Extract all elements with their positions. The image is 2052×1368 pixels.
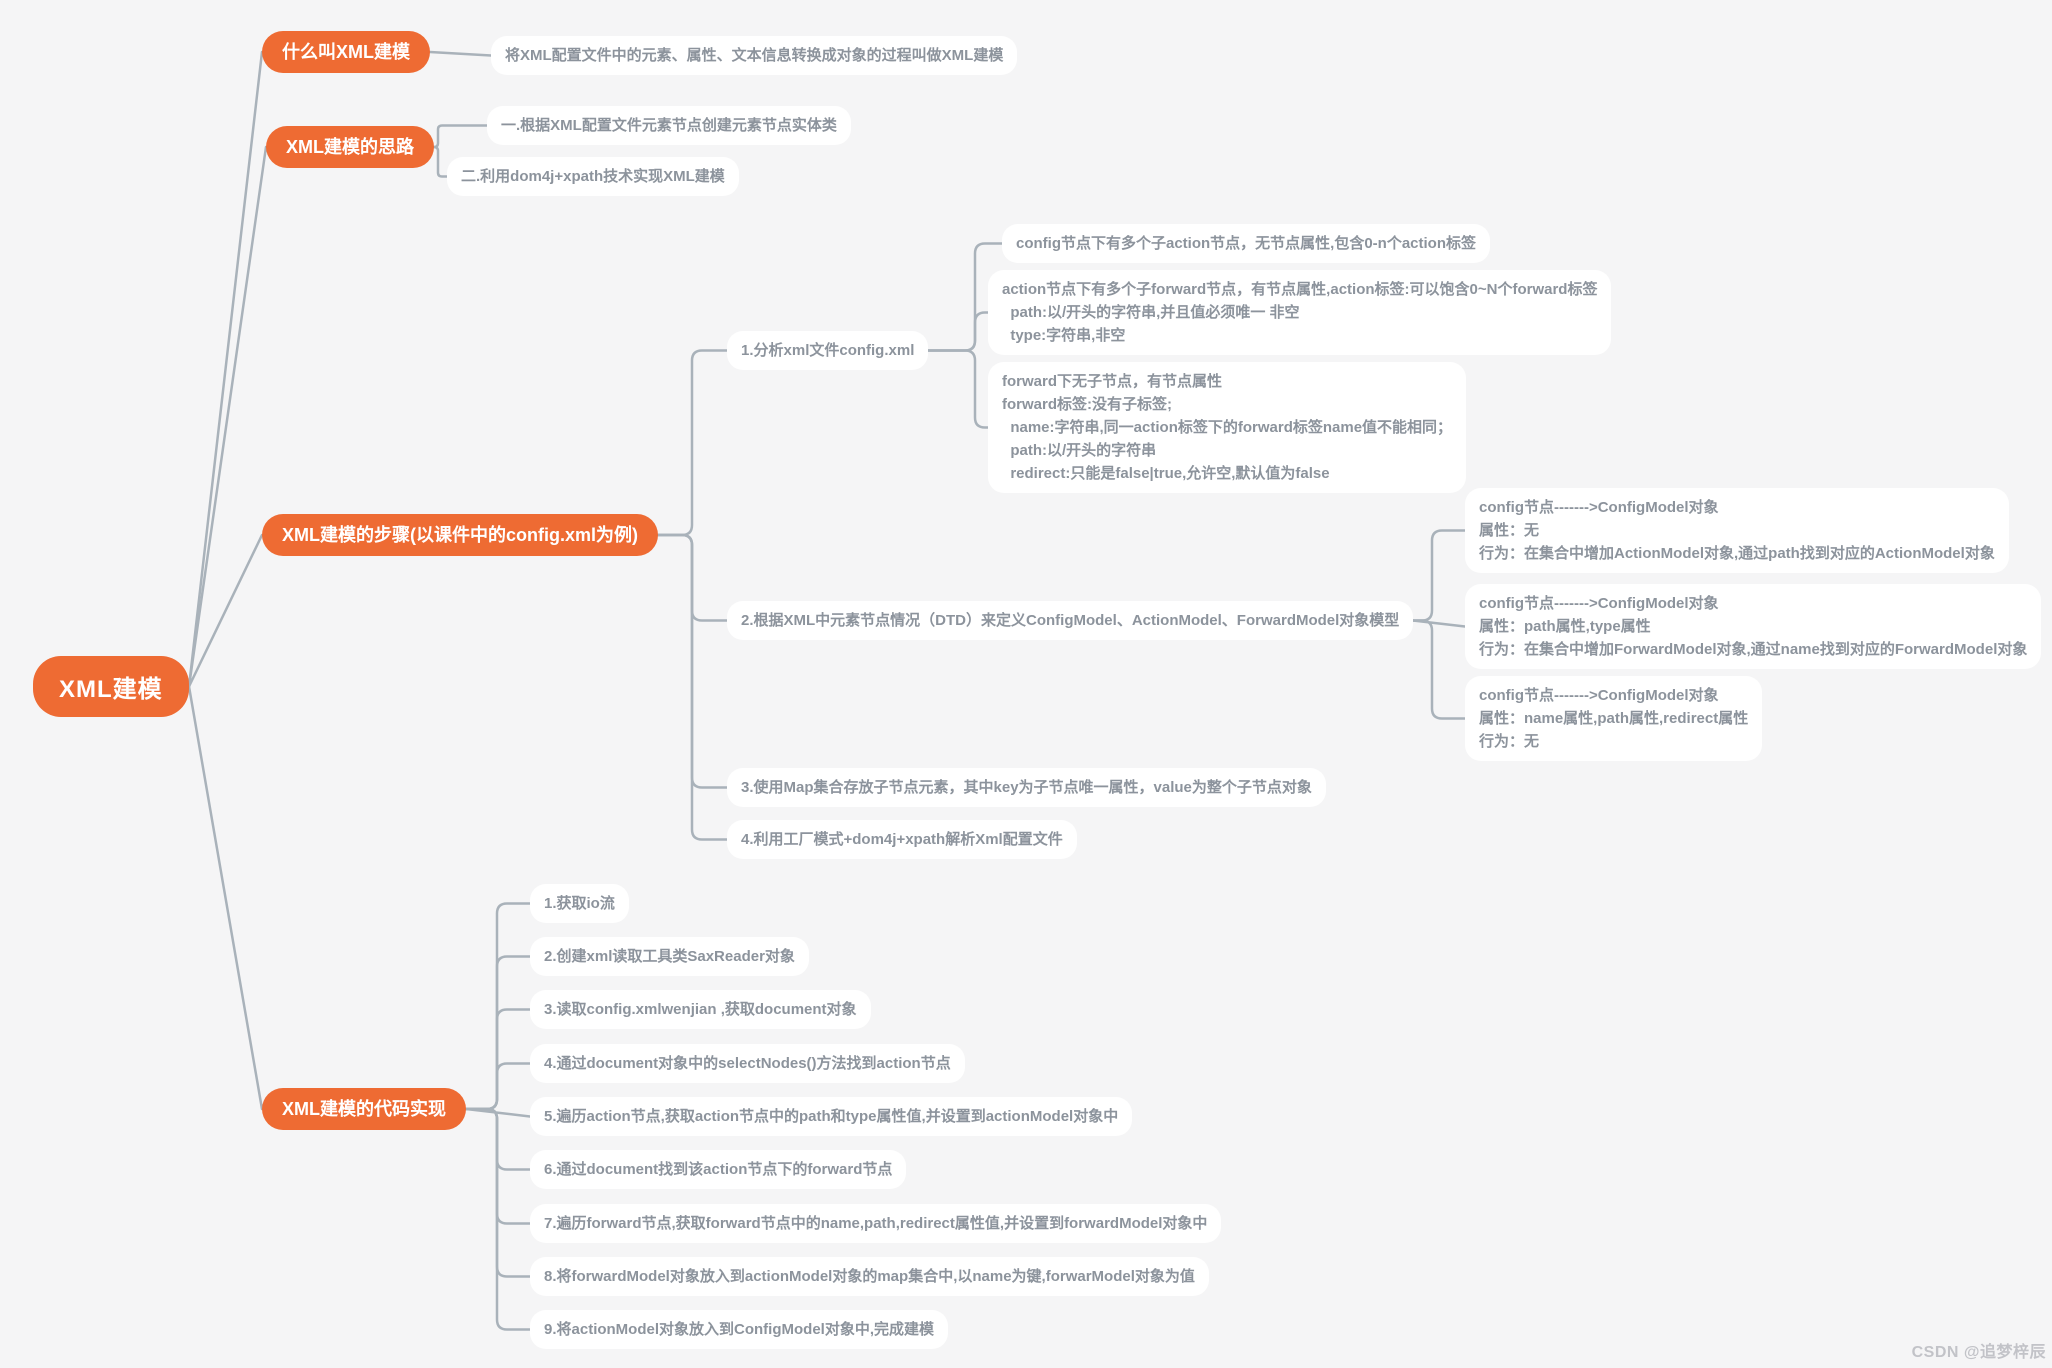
node-idea-1[interactable]: 一.根据XML配置文件元素节点创建元素节点实体类 — [487, 106, 851, 145]
note-line: forward下无子节点，有节点属性 — [1002, 373, 1223, 390]
code-step-4[interactable]: 4.通过document对象中的selectNodes()方法找到action节… — [530, 1044, 965, 1083]
node-define-models[interactable]: 2.根据XML中元素节点情况（DTD）来定义ConfigModel、Action… — [727, 601, 1414, 640]
note-line: name:字符串,同一action标签下的forward标签name值不能相同； — [1002, 419, 1453, 436]
model-line: 行为：无 — [1479, 733, 1540, 750]
code-step-9[interactable]: 9.将actionModel对象放入到ConfigModel对象中,完成建模 — [530, 1310, 948, 1349]
connector-branch-code-implementation--code-step-4 — [464, 1062, 532, 1111]
connector-branch-modeling-idea--node-idea-2 — [432, 145, 449, 178]
model-actionmodel[interactable]: config节点------->ConfigModel对象 属性：path属性,… — [1465, 584, 2042, 669]
branch-modeling-idea[interactable]: XML建模的思路 — [266, 126, 434, 168]
model-line: 属性：name属性,path属性,redirect属性 — [1479, 710, 1749, 727]
connector-node-define-models--model-forwardmodel — [1411, 619, 1467, 720]
root-node[interactable]: XML建模 — [33, 656, 189, 717]
connector-branch-code-implementation--code-step-9 — [464, 1107, 532, 1331]
note-line: config节点下有多个子action节点，无节点属性,包含0-n个action… — [1016, 235, 1477, 252]
model-line: 属性：path属性,type属性 — [1479, 618, 1651, 635]
code-step-2[interactable]: 2.创建xml读取工具类SaxReader对象 — [530, 937, 809, 976]
branch-code-implementation[interactable]: XML建模的代码实现 — [262, 1088, 466, 1130]
node-analyze-configxml[interactable]: 1.分析xml文件config.xml — [727, 331, 929, 370]
model-line: 行为：在集合中增加ActionModel对象,通过path找到对应的Action… — [1479, 545, 1995, 562]
code-step-6[interactable]: 6.通过document找到该action节点下的forward节点 — [530, 1150, 907, 1189]
model-line: config节点------->ConfigModel对象 — [1479, 499, 1719, 516]
node-definition[interactable]: 将XML配置文件中的元素、属性、文本信息转换成对象的过程叫做XML建模 — [491, 36, 1018, 75]
note-line: path:以/开头的字符串 — [1002, 442, 1157, 459]
connector-branch-modeling-idea--node-idea-1 — [432, 124, 489, 149]
note-config-node[interactable]: config节点下有多个子action节点，无节点属性,包含0-n个action… — [1002, 224, 1491, 263]
connector-root-node--branch-modeling-idea — [187, 145, 268, 688]
code-step-3[interactable]: 3.读取config.xmlwenjian ,获取document对象 — [530, 990, 871, 1029]
code-step-5[interactable]: 5.遍历action节点,获取action节点中的path和type属性值,并设… — [530, 1097, 1133, 1136]
note-forward-node[interactable]: forward下无子节点，有节点属性 forward标签:没有子标签; name… — [988, 362, 1467, 493]
connector-root-node--branch-what-is-xml-modeling — [187, 50, 264, 688]
node-factory-pattern[interactable]: 4.利用工厂模式+dom4j+xpath解析Xml配置文件 — [727, 820, 1077, 859]
note-line: path:以/开头的字符串,并且值必须唯一 非空 — [1002, 304, 1300, 321]
code-step-7[interactable]: 7.遍历forward节点,获取forward节点中的name,path,red… — [530, 1204, 1222, 1243]
model-line: 属性：无 — [1479, 522, 1540, 539]
note-line: redirect:只能是false|true,允许空,默认值为false — [1002, 465, 1330, 482]
connector-branch-modeling-steps--node-analyze-configxml — [656, 349, 729, 537]
model-line: config节点------->ConfigModel对象 — [1479, 687, 1719, 704]
csdn-watermark: CSDN @追梦梓辰 — [1911, 1344, 2046, 1361]
note-line: type:字符串,非空 — [1002, 327, 1126, 344]
model-line: 行为：在集合中增加ForwardModel对象,通过name找到对应的Forwa… — [1479, 641, 2028, 658]
connector-node-define-models--model-configmodel — [1411, 529, 1467, 622]
note-line: forward标签:没有子标签; — [1002, 396, 1172, 413]
connector-branch-what-is-xml-modeling--node-definition — [428, 50, 493, 57]
note-line: action节点下有多个子forward节点，有节点属性,action标签:可以… — [1002, 281, 1598, 298]
model-line: config节点------->ConfigModel对象 — [1479, 595, 1719, 612]
connector-root-node--branch-code-implementation — [187, 685, 264, 1111]
model-configmodel[interactable]: config节点------->ConfigModel对象 属性：无 行为：在集… — [1465, 488, 2009, 573]
branch-modeling-steps[interactable]: XML建模的步骤(以课件中的config.xml为例) — [262, 514, 658, 556]
note-action-node[interactable]: action节点下有多个子forward节点，有节点属性,action标签:可以… — [988, 270, 1612, 355]
code-step-1[interactable]: 1.获取io流 — [530, 884, 629, 923]
node-map-collection[interactable]: 3.使用Map集合存放子节点元素，其中key为子节点唯一属性，value为整个子… — [727, 768, 1326, 807]
branch-what-is-xml-modeling[interactable]: 什么叫XML建模 — [262, 31, 430, 73]
model-forwardmodel[interactable]: config节点------->ConfigModel对象 属性：name属性,… — [1465, 676, 1763, 761]
connector-root-node--branch-modeling-steps — [187, 533, 264, 688]
connector-node-analyze-configxml--note-forward-node — [926, 349, 990, 429]
code-step-8[interactable]: 8.将forwardModel对象放入到actionModel对象的map集合中… — [530, 1257, 1209, 1296]
connector-node-analyze-configxml--note-action-node — [926, 311, 990, 352]
node-idea-2[interactable]: 二.利用dom4j+xpath技术实现XML建模 — [447, 157, 739, 196]
connector-branch-modeling-steps--node-factory-pattern — [656, 533, 729, 841]
